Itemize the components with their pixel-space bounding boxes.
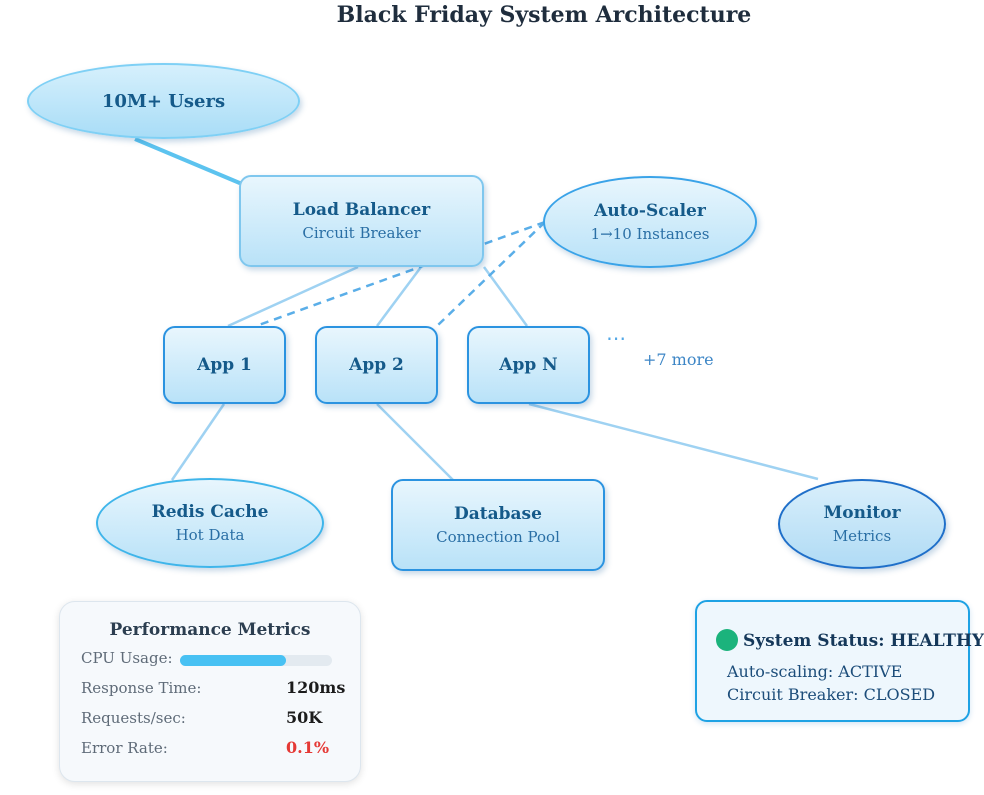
- link-app2-db: [376, 403, 454, 481]
- performance-metrics-title: Performance Metrics: [109, 620, 311, 640]
- status-indicator-icon: [716, 629, 738, 651]
- node-database-label: Database: [454, 504, 542, 524]
- response-time-value: 120ms: [286, 678, 346, 697]
- performance-metrics-panel: Performance Metrics CPU Usage: Response …: [59, 601, 361, 782]
- link-appn-monitor: [528, 402, 819, 481]
- node-app-n-label: App N: [499, 355, 558, 375]
- node-database-sub: Connection Pool: [436, 528, 560, 546]
- circuit-breaker-status: Circuit Breaker: CLOSED: [727, 685, 936, 704]
- node-users-label: 10M+ Users: [101, 90, 226, 112]
- node-redis-cache-label: Redis Cache: [151, 502, 269, 522]
- overflow-dots: ⋯: [606, 326, 628, 350]
- node-users[interactable]: 10M+ Users: [27, 63, 300, 139]
- response-time-label: Response Time:: [81, 679, 202, 697]
- link-app1-redis: [170, 403, 226, 481]
- cpu-usage-bar: [180, 655, 332, 666]
- node-app-n[interactable]: App N: [467, 326, 590, 404]
- error-rate-label: Error Rate:: [81, 739, 168, 757]
- link-scaler-app2: [436, 221, 546, 327]
- overflow-more-label: +7 more: [643, 350, 714, 369]
- link-scaler-app1: [255, 220, 546, 328]
- link-lb-appn: [482, 266, 529, 327]
- node-redis-cache[interactable]: Redis Cache Hot Data: [96, 478, 324, 568]
- node-app-1-label: App 1: [197, 355, 252, 375]
- node-auto-scaler[interactable]: Auto-Scaler 1→10 Instances: [543, 176, 757, 268]
- node-monitor[interactable]: Monitor Metrics: [778, 479, 946, 569]
- error-rate-value: 0.1%: [286, 738, 330, 757]
- link-lb-app2: [375, 266, 423, 327]
- node-load-balancer-label: Load Balancer: [292, 200, 431, 220]
- node-monitor-label: Monitor: [823, 503, 901, 523]
- link-users-lb: [134, 137, 243, 186]
- requests-per-sec-label: Requests/sec:: [81, 709, 186, 727]
- node-database[interactable]: Database Connection Pool: [391, 479, 605, 571]
- node-monitor-sub: Metrics: [832, 527, 892, 545]
- cpu-usage-bar-fill: [180, 655, 287, 666]
- system-status-panel: System Status: HEALTHY Auto-scaling: ACT…: [695, 600, 984, 722]
- node-app-2-label: App 2: [349, 355, 404, 375]
- node-load-balancer-sub: Circuit Breaker: [302, 224, 421, 242]
- node-redis-cache-sub: Hot Data: [175, 526, 245, 544]
- node-auto-scaler-label: Auto-Scaler: [594, 201, 706, 221]
- link-lb-app1: [227, 265, 359, 328]
- node-app-2[interactable]: App 2: [315, 326, 438, 404]
- requests-per-sec-value: 50K: [286, 708, 323, 727]
- cpu-usage-label: CPU Usage:: [81, 649, 173, 667]
- node-load-balancer[interactable]: Load Balancer Circuit Breaker: [239, 175, 484, 267]
- node-auto-scaler-sub: 1→10 Instances: [590, 225, 710, 243]
- page-title: Black Friday System Architecture: [336, 2, 752, 28]
- node-app-1[interactable]: App 1: [163, 326, 286, 404]
- system-status-heading: System Status: HEALTHY: [743, 631, 984, 651]
- autoscaling-status: Auto-scaling: ACTIVE: [727, 662, 903, 681]
